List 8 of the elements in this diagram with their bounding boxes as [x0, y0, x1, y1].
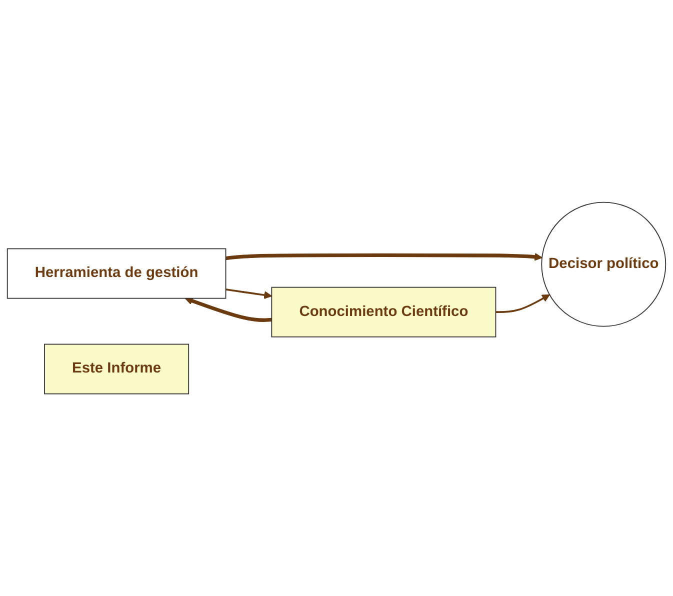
node-circle: Decisor político	[541, 202, 666, 327]
arrow	[226, 288, 272, 299]
node-box: Conocimiento Científico	[271, 286, 496, 338]
arrow	[184, 296, 272, 322]
node-box: Este Informe	[44, 344, 190, 394]
node-box: Herramienta de gestión	[6, 248, 226, 299]
arrow	[496, 294, 550, 313]
arrow	[226, 252, 542, 261]
